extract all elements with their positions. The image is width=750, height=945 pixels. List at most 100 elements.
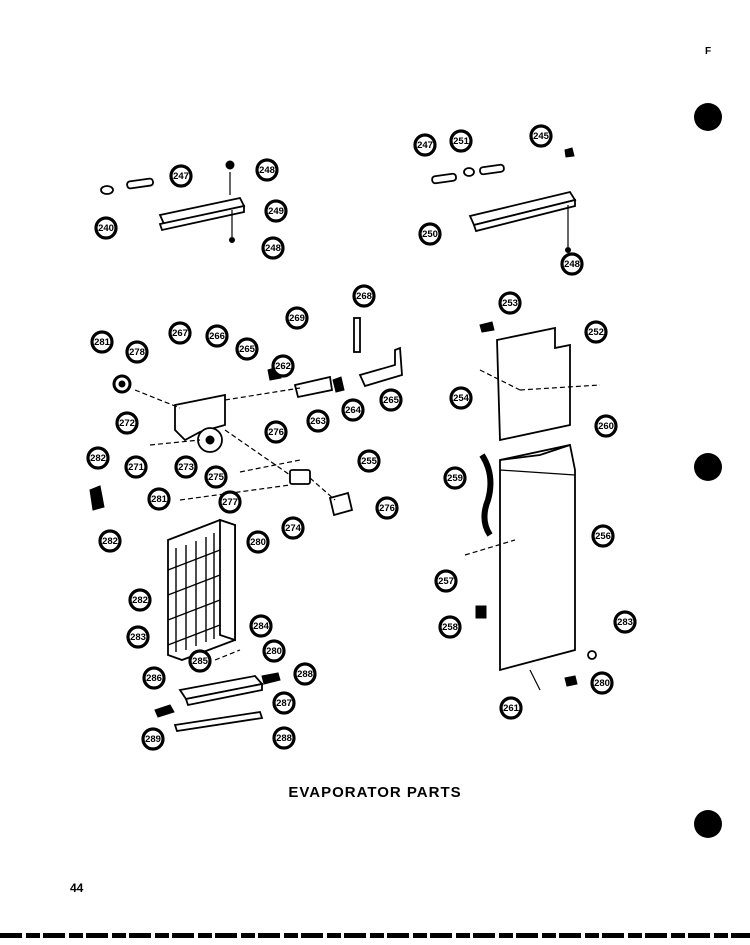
callout-256: 256 xyxy=(591,524,615,548)
callout-balloon xyxy=(281,516,305,540)
callout-276: 276 xyxy=(375,496,399,520)
callout-label: 289 xyxy=(145,734,161,745)
callout-balloon xyxy=(264,420,288,444)
callout-262: 262 xyxy=(271,354,295,378)
callout-248: 248 xyxy=(560,252,584,276)
callout-289: 289 xyxy=(141,727,165,751)
callout-label: 251 xyxy=(453,136,470,147)
callout-label: 247 xyxy=(417,140,433,151)
callout-286: 286 xyxy=(142,666,166,690)
callout-label: 261 xyxy=(503,703,520,714)
binder-hole-middle xyxy=(694,453,722,481)
callout-label: 265 xyxy=(239,344,256,355)
callout-balloon xyxy=(90,330,114,354)
callout-label: 269 xyxy=(289,313,305,324)
callout-balloon xyxy=(529,124,553,148)
callout-253: 253 xyxy=(498,291,522,315)
callout-269: 269 xyxy=(285,306,309,330)
callout-284: 284 xyxy=(249,614,273,638)
callout-balloon xyxy=(293,662,317,686)
callout-label: 252 xyxy=(588,327,604,338)
callout-280: 280 xyxy=(246,530,270,554)
callout-281: 281 xyxy=(147,487,171,511)
callout-248: 248 xyxy=(255,158,279,182)
callout-label: 281 xyxy=(151,494,168,505)
callout-label: 259 xyxy=(447,473,463,484)
callout-247: 247 xyxy=(413,133,437,157)
callout-label: 260 xyxy=(598,421,614,432)
callout-label: 264 xyxy=(345,405,362,416)
callout-label: 240 xyxy=(98,223,114,234)
callout-balloon xyxy=(141,727,165,751)
callout-balloon xyxy=(584,320,608,344)
callout-label: 284 xyxy=(253,621,270,632)
callout-label: 253 xyxy=(502,298,518,309)
callout-balloon xyxy=(125,340,149,364)
callout-268: 268 xyxy=(352,284,376,308)
callout-255: 255 xyxy=(357,449,381,473)
callout-balloon xyxy=(174,455,198,479)
callout-balloon xyxy=(86,446,110,470)
callout-balloon xyxy=(188,649,212,673)
callout-balloon xyxy=(591,524,615,548)
diagram-caption: EVAPORATOR PARTS xyxy=(288,784,462,801)
callout-257: 257 xyxy=(434,569,458,593)
callout-266: 266 xyxy=(205,324,229,348)
callout-label: 275 xyxy=(208,472,225,483)
binder-hole-top xyxy=(694,103,722,131)
callout-balloon xyxy=(262,639,286,663)
callout-label: 256 xyxy=(595,531,611,542)
callout-balloon xyxy=(128,588,152,612)
scan-edge xyxy=(0,933,750,938)
callout-label: 286 xyxy=(146,673,162,684)
callout-282: 282 xyxy=(98,529,122,553)
callout-label: 255 xyxy=(361,456,378,467)
callout-258: 258 xyxy=(438,615,462,639)
callout-balloon xyxy=(205,324,229,348)
callout-label: 258 xyxy=(442,622,458,633)
callout-balloon xyxy=(443,466,467,490)
callout-balloon xyxy=(94,216,118,240)
callout-280: 280 xyxy=(590,671,614,695)
callout-balloon xyxy=(341,398,365,422)
callout-288: 288 xyxy=(272,726,296,750)
callout-label: 268 xyxy=(356,291,372,302)
callout-balloon xyxy=(413,133,437,157)
callout-label: 283 xyxy=(130,632,146,643)
callout-balloon xyxy=(272,726,296,750)
drain-trough xyxy=(154,649,281,733)
callout-288: 288 xyxy=(293,662,317,686)
callout-250: 250 xyxy=(418,222,442,246)
corner-mark: F xyxy=(705,46,712,57)
callout-271: 271 xyxy=(124,455,148,479)
callout-248: 248 xyxy=(261,236,285,260)
callout-balloon xyxy=(124,455,148,479)
callout-282: 282 xyxy=(86,446,110,470)
callout-265: 265 xyxy=(235,337,259,361)
callout-label: 282 xyxy=(102,536,118,547)
shelf-bracket-left xyxy=(100,160,246,243)
callout-label: 278 xyxy=(129,347,145,358)
callout-283: 283 xyxy=(613,610,637,634)
callout-272: 272 xyxy=(115,411,139,435)
callout-263: 263 xyxy=(306,409,330,433)
callout-281: 281 xyxy=(90,330,114,354)
callout-label: 265 xyxy=(383,395,400,406)
fan-motor-assembly xyxy=(89,317,403,517)
callout-285: 285 xyxy=(188,649,212,673)
callout-261: 261 xyxy=(499,696,523,720)
callout-balloon xyxy=(306,409,330,433)
callout-label: 267 xyxy=(172,328,188,339)
callout-balloon xyxy=(285,306,309,330)
callout-label: 281 xyxy=(94,337,111,348)
callout-balloon xyxy=(357,449,381,473)
callout-balloon xyxy=(379,388,403,412)
callout-label: 280 xyxy=(266,646,282,657)
callout-260: 260 xyxy=(594,414,618,438)
callout-balloon xyxy=(264,199,288,223)
callout-245: 245 xyxy=(529,124,553,148)
callout-267: 267 xyxy=(168,321,192,345)
callout-label: 282 xyxy=(132,595,148,606)
